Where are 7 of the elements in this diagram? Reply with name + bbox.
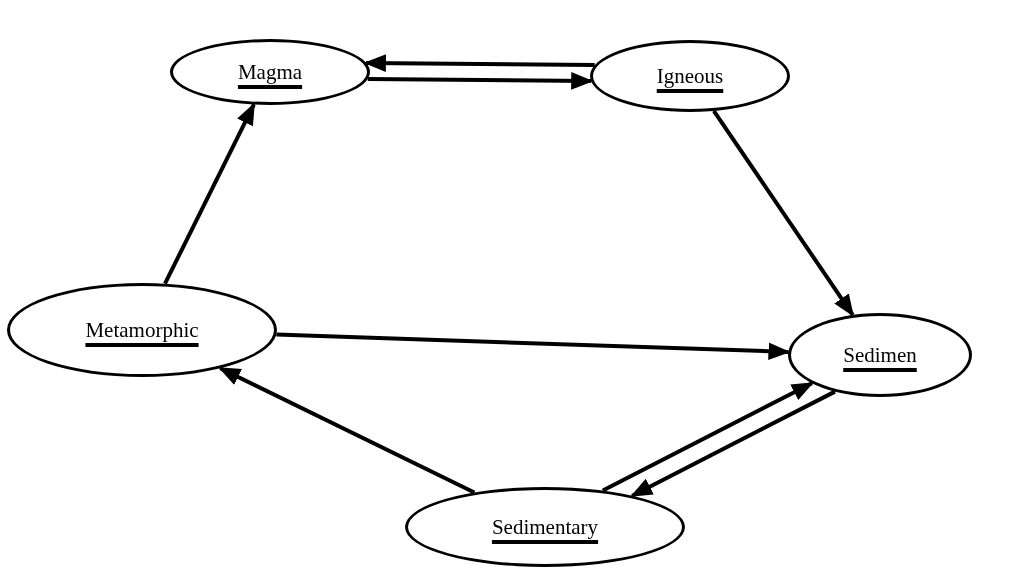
arrow xyxy=(630,389,836,498)
node-label: Sedimen xyxy=(843,341,917,369)
arrow xyxy=(218,366,476,495)
node-label: Igneous xyxy=(656,62,724,90)
node-label: Magma xyxy=(237,58,303,86)
node-label: Sedimentary xyxy=(491,513,599,541)
node-label: Metamorphic xyxy=(85,316,199,344)
